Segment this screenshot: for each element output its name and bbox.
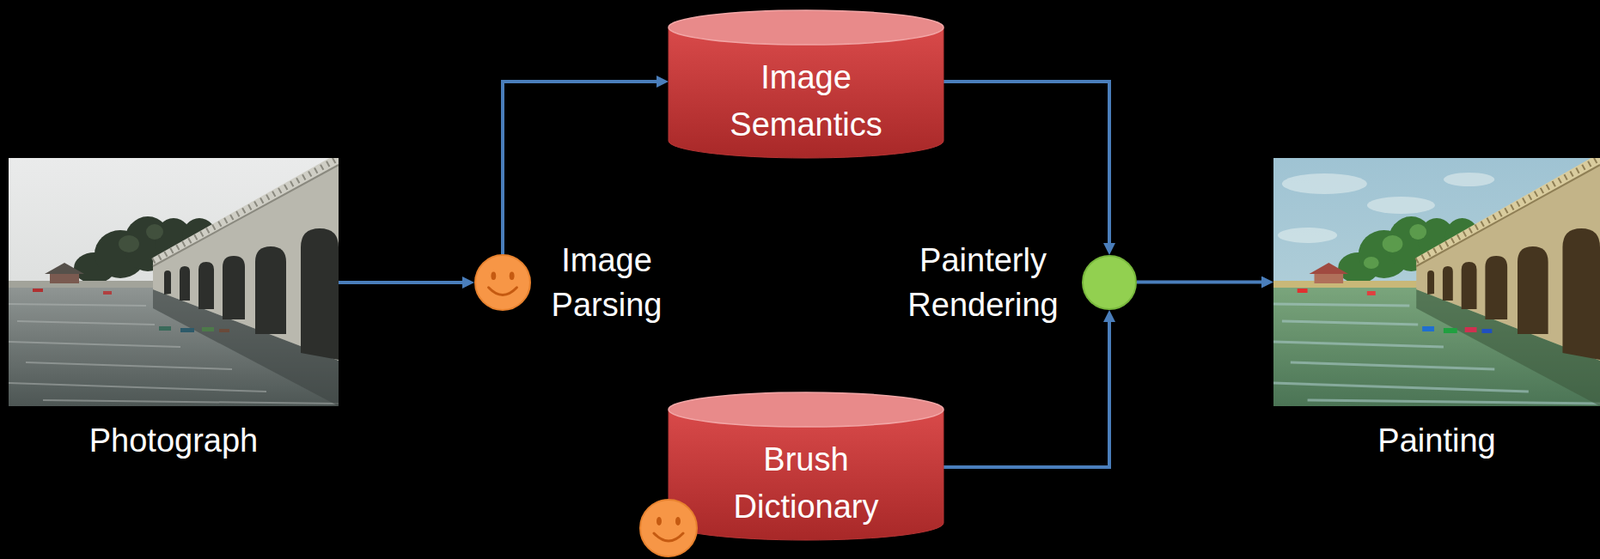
text-holder: Photograph	[8, 421, 339, 462]
rendering-node: Painterly Rendering	[1081, 255, 1137, 311]
cylinder-label: Image Semantics	[720, 54, 892, 149]
node-label: Painting	[1273, 421, 1600, 462]
node-label: Painterly Rendering	[901, 238, 1065, 328]
smiley-icon	[475, 255, 531, 311]
database-cylinder: Brush Dictionary	[668, 392, 944, 558]
flow-arrow	[943, 318, 1110, 468]
text-holder: Image Parsing	[542, 238, 672, 328]
text-holder: Image Semantics	[668, 27, 944, 176]
flow-arrow	[502, 81, 660, 255]
flow-arrow	[943, 81, 1110, 247]
node-label: Image Parsing	[542, 238, 672, 328]
cylinder-label: Brush Dictionary	[720, 436, 892, 532]
painting-node: Painting	[1273, 158, 1600, 407]
flow-arrow	[338, 280, 466, 285]
parsing-node: Image Parsing	[474, 254, 532, 312]
node-label: Photograph	[8, 421, 339, 462]
node-shape	[474, 254, 532, 312]
node-shape	[1081, 255, 1137, 311]
painting-image	[1273, 158, 1600, 407]
photograph-node: Photograph	[8, 158, 339, 407]
text-holder: Painting	[1273, 421, 1600, 462]
text-holder: Brush Dictionary	[668, 409, 944, 558]
text-holder: Painterly Rendering	[901, 238, 1065, 328]
photograph-image	[8, 158, 339, 407]
database-cylinder: Image Semantics	[668, 10, 944, 176]
flow-arrow	[1136, 280, 1265, 285]
smiley-icon	[640, 500, 697, 557]
